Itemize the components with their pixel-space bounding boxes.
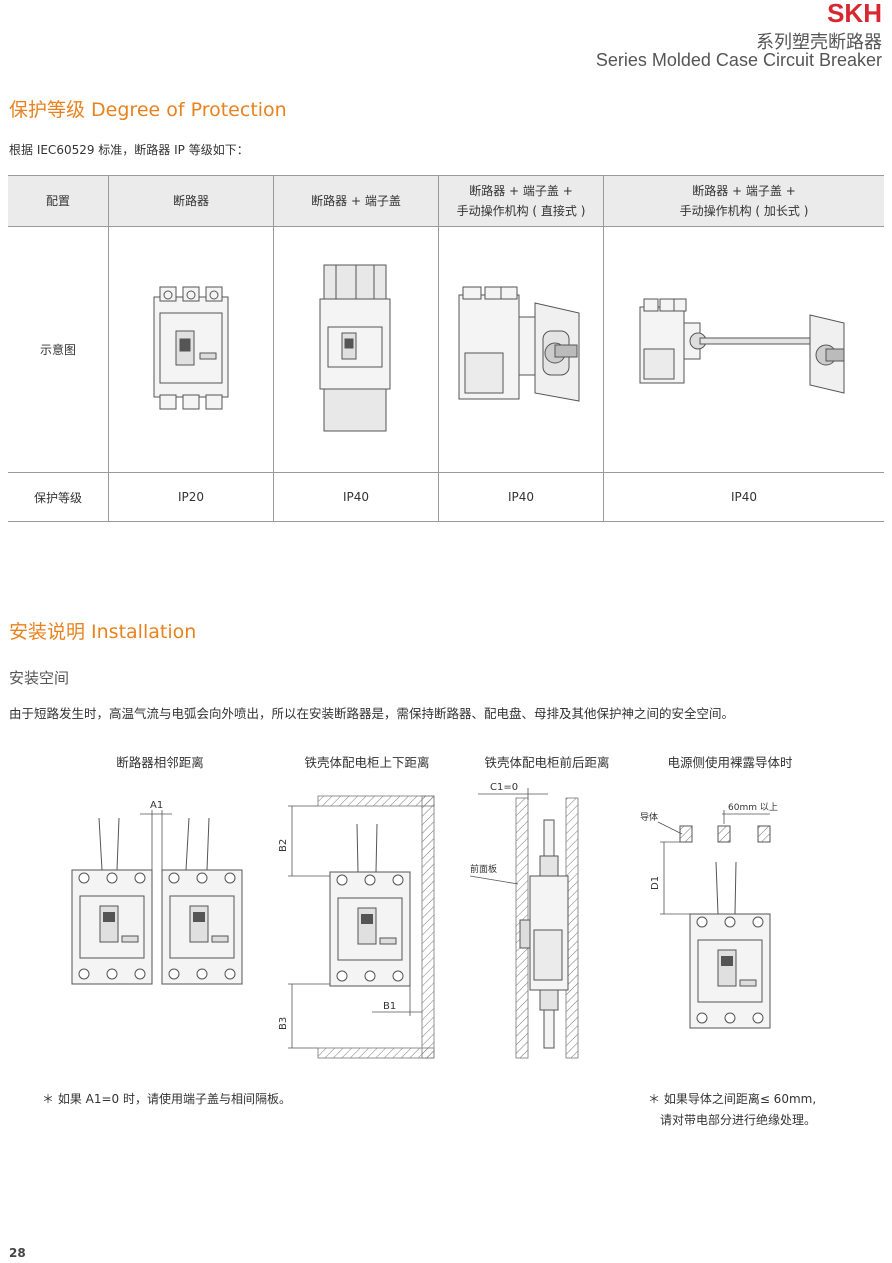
breaker-image-cell [108,226,274,473]
diagram-title-adjacent: 断路器相邻距离 [116,755,204,770]
diagram-title-exposed-conductor: 电源侧使用裸露导体时 [667,755,793,770]
header-series-cn: 系列塑壳断路器 [756,32,882,53]
installation-title: 安装说明 Installation [9,621,197,643]
front-back-distance-diagram: C1=0 前面板 [469,782,579,1059]
breaker-cover-illustration [319,264,391,431]
direct-handle-image-cell [438,226,604,473]
label-spacing: 60mm 以上 [728,802,778,813]
note-right-line2: 请对带电部分进行绝缘处理。 [660,1113,817,1127]
ip-value-breaker: IP20 [108,472,274,522]
extended-handle-illustration [639,298,845,394]
ip-value-extended-handle: IP40 [603,472,884,522]
row-diagram-label: 示意图 [8,226,109,473]
protection-intro: 根据 IEC60529 标准，断路器 IP 等级如下： [9,143,249,157]
vertical-distance-diagram: B2 B3 B1 [278,795,435,1059]
label-c1: C1=0 [490,782,518,793]
page-number: 28 [9,1246,26,1260]
installation-description: 由于短路发生时，高温气流与电弧会向外喷出，所以在安装断路器是，需保持断路器、配电… [9,706,735,721]
row-ip-label: 保护等级 [8,472,109,522]
installation-diagrams: A1 B2 B3 B1 C1=0 前面板 [71,782,778,1059]
breaker-illustration [153,286,229,410]
installation-subtitle: 安装空间 [9,669,70,687]
col-config-header: 配置 [8,175,109,227]
ip-value-breaker-cover: IP40 [273,472,439,522]
brand-logo-text: SKH [827,0,882,28]
col-extended-handle-header: 断路器 + 端子盖 + 手动操作机构 ( 加长式 ) [603,175,884,227]
col4-line2: 手动操作机构 ( 加长式 ) [679,204,809,218]
note-left: ＊ 如果 A1=0 时，请使用端子盖与相间隔板。 [42,1092,291,1106]
label-d1: D1 [650,876,661,890]
exposed-conductor-diagram: 60mm 以上 导体 D1 [640,802,778,1029]
label-b2: B2 [278,839,289,852]
protection-table: 配置 断路器 断路器 + 端子盖 断路器 + 端子盖 + 手动操作机构 ( 直接… [8,175,884,522]
protection-title: 保护等级 Degree of Protection [9,99,287,121]
note-right-line1: ＊ 如果导体之间距离≤ 60mm, [648,1092,817,1106]
breaker-cover-image-cell [273,226,439,473]
label-conductor: 导体 [640,811,658,823]
diagram-title-front-back: 铁壳体配电柜前后距离 [484,755,610,770]
label-front-panel: 前面板 [470,863,497,875]
col3-line2: 手动操作机构 ( 直接式 ) [456,204,586,218]
col3-line1: 断路器 + 端子盖 + [469,184,573,198]
label-b3: B3 [278,1017,289,1030]
ip-value-direct-handle: IP40 [438,472,604,522]
adjacent-distance-diagram: A1 [71,800,243,985]
header-series-en: Series Molded Case Circuit Breaker [595,50,882,70]
diagram-title-vertical: 铁壳体配电柜上下距离 [304,755,430,770]
direct-handle-illustration [458,286,580,402]
label-b1: B1 [383,1001,396,1012]
col-breaker-header: 断路器 [108,175,274,227]
col-direct-handle-header: 断路器 + 端子盖 + 手动操作机构 ( 直接式 ) [438,175,604,227]
label-a1: A1 [150,800,163,811]
col4-line1: 断路器 + 端子盖 + [692,184,796,198]
extended-handle-image-cell [603,226,884,473]
col-breaker-cover-header: 断路器 + 端子盖 [273,175,439,227]
